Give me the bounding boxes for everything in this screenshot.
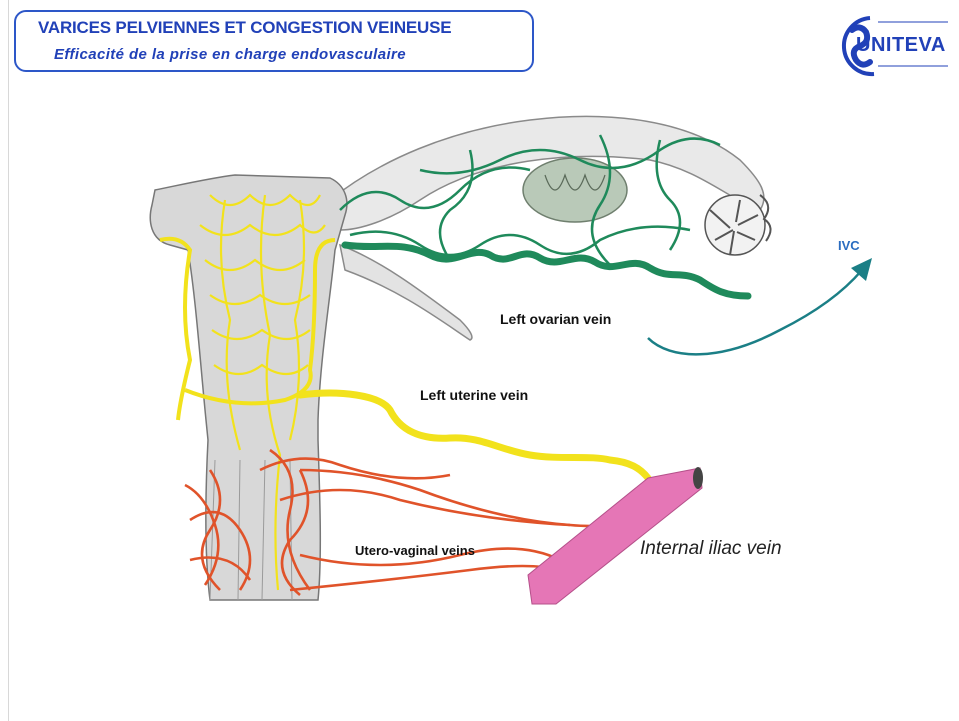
label-ivc: IVC — [838, 238, 860, 253]
left-uterine-vein — [300, 393, 648, 478]
label-left-ovarian-vein: Left ovarian vein — [500, 311, 611, 327]
ivc-flow-arrow — [648, 270, 862, 354]
internal-iliac-vein — [528, 467, 703, 604]
label-internal-iliac-vein: Internal iliac vein — [640, 538, 782, 560]
label-left-uterine-vein: Left uterine vein — [420, 387, 528, 403]
label-utero-vaginal-veins: Utero-vaginal veins — [355, 543, 475, 558]
